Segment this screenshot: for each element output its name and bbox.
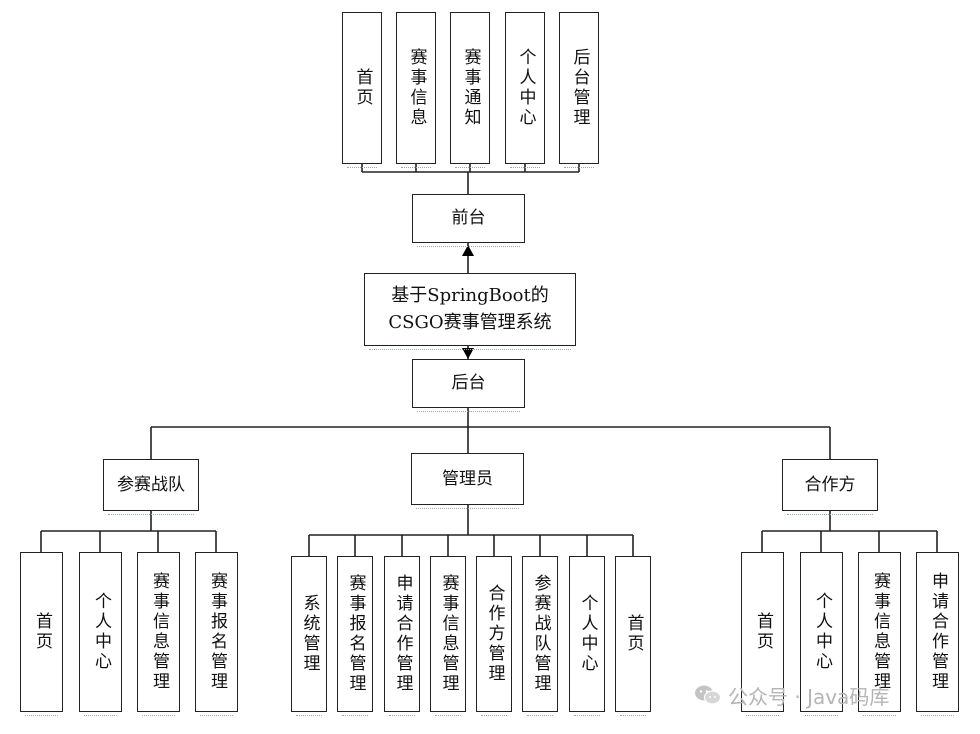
admin-item-cooperation-mgmt: 申请合作管理 <box>384 556 420 716</box>
team-item-registration-mgmt: 赛事报名管理 <box>195 552 238 716</box>
frontend-item-label: 个人中心 <box>515 48 536 128</box>
partner-item-label: 申请合作管理 <box>928 572 948 692</box>
partner-item-cooperation-mgmt: 申请合作管理 <box>916 552 959 716</box>
admin-item-label: 赛事信息管理 <box>438 574 459 694</box>
admin-item-label: 申请合作管理 <box>392 574 413 694</box>
role-node-admin: 管理员 <box>411 453 524 509</box>
partner-item-personal-center: 个人中心 <box>800 552 843 716</box>
frontend-item-event-info: 赛事信息 <box>396 12 436 168</box>
team-item-label: 个人中心 <box>91 592 111 672</box>
watermark-text: 公众号 · Java码库 <box>728 684 890 709</box>
watermark: 公众号 · Java码库 <box>694 680 889 710</box>
frontend-item-home: 首页 <box>342 12 382 168</box>
team-item-label: 首页 <box>32 612 52 652</box>
admin-item-label: 合作方管理 <box>484 584 505 684</box>
partner-item-event-info-mgmt: 赛事信息管理 <box>858 552 901 716</box>
admin-item-label: 个人中心 <box>577 594 598 674</box>
team-item-label: 赛事信息管理 <box>149 572 169 692</box>
partner-item-home: 首页 <box>741 552 784 716</box>
frontend-item-admin-entry: 后台管理 <box>559 12 599 168</box>
frontend-item-label: 首页 <box>352 68 373 108</box>
team-item-home: 首页 <box>20 552 63 716</box>
admin-item-system-mgmt: 系统管理 <box>291 556 327 716</box>
admin-item-home: 首页 <box>615 556 651 716</box>
frontend-item-label: 后台管理 <box>569 48 590 128</box>
admin-item-label: 赛事报名管理 <box>345 574 366 694</box>
admin-item-team-mgmt: 参赛战队管理 <box>522 556 558 716</box>
admin-item-label: 首页 <box>623 614 644 654</box>
partner-item-label: 个人中心 <box>812 592 832 672</box>
system-root-node: 基于SpringBoot的 CSGO赛事管理系统 <box>364 273 576 350</box>
admin-item-personal-center: 个人中心 <box>569 556 605 716</box>
system-title-line1: 基于SpringBoot的 <box>391 285 549 307</box>
partner-item-label: 首页 <box>753 612 773 652</box>
frontend-item-event-notice: 赛事通知 <box>450 12 490 168</box>
system-title-line2: CSGO赛事管理系统 <box>388 311 552 333</box>
role-node-team: 参赛战队 <box>103 459 199 515</box>
role-label-team: 参赛战队 <box>117 474 185 495</box>
admin-item-registration-mgmt: 赛事报名管理 <box>337 556 373 716</box>
wechat-icon <box>694 684 722 706</box>
frontend-item-personal-center: 个人中心 <box>505 12 545 168</box>
frontend-label: 前台 <box>451 208 486 229</box>
frontend-item-label: 赛事信息 <box>406 48 427 128</box>
admin-item-label: 系统管理 <box>299 594 320 674</box>
role-label-admin: 管理员 <box>442 468 493 489</box>
team-item-event-info-mgmt: 赛事信息管理 <box>137 552 180 716</box>
role-label-partner: 合作方 <box>804 474 856 495</box>
arrow-up-icon <box>462 245 474 256</box>
admin-item-event-info-mgmt: 赛事信息管理 <box>430 556 466 716</box>
role-node-partner: 合作方 <box>782 459 878 515</box>
system-title: 基于SpringBoot的 CSGO赛事管理系统 <box>388 283 551 335</box>
admin-item-partner-mgmt: 合作方管理 <box>476 556 512 716</box>
arrow-down-icon <box>462 348 474 359</box>
frontend-node: 前台 <box>412 194 525 247</box>
admin-item-label: 参赛战队管理 <box>530 574 551 694</box>
backend-label: 后台 <box>451 373 486 394</box>
partner-item-label: 赛事信息管理 <box>870 572 890 692</box>
team-item-label: 赛事报名管理 <box>207 572 227 692</box>
frontend-item-label: 赛事通知 <box>460 48 481 128</box>
backend-node: 后台 <box>412 359 525 412</box>
team-item-personal-center: 个人中心 <box>79 552 122 716</box>
